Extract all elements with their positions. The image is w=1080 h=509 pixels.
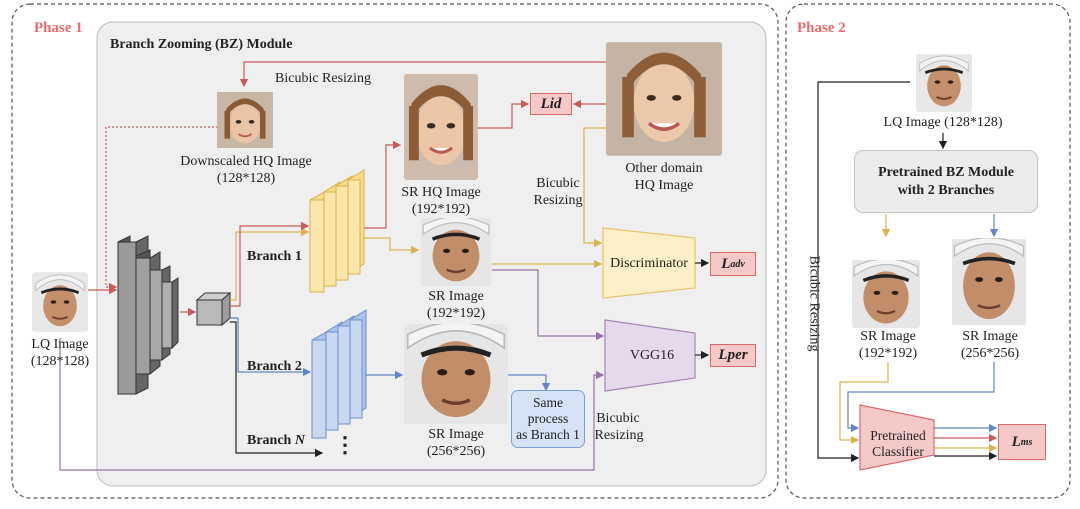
loss-id-box: Lid: [530, 93, 572, 115]
classifier-label-1: Pretrained: [870, 428, 926, 443]
branch1-label: Branch 1: [247, 249, 302, 264]
p2-sr192-label-2: (192*192): [858, 346, 918, 361]
downscaled-hq-image: [217, 90, 273, 150]
loss-ms-sub: ms: [1020, 436, 1033, 448]
discriminator-shape: [602, 227, 696, 299]
branch1-decoder: [309, 169, 365, 293]
loss-ms-main: L: [1011, 433, 1021, 450]
p2-sr256-label-2: (256*256): [960, 346, 1020, 361]
loss-adv-main: L: [721, 255, 731, 272]
pretrained-bz-box: Pretrained BZ Module with 2 Branches: [854, 150, 1038, 213]
lq-label-2: (128*128): [30, 354, 90, 369]
sr256-label-2: (256*256): [426, 444, 486, 459]
bicubic-mid-label-1: Bicubic: [536, 176, 580, 191]
other-domain-hq-image: [606, 42, 722, 156]
p2-sr256-label-1: SR Image: [962, 329, 1018, 344]
bicubic-bottom-label-2: Resizing: [594, 428, 644, 443]
sr-image-256: [404, 324, 508, 424]
pretrained-bz-line2: with 2 Branches: [897, 182, 995, 198]
p2-bicubic-vertical-label: Bicubic Resizing: [806, 255, 822, 352]
branch1-to-sr192-arrow: [364, 237, 420, 255]
same-process-line2: process: [527, 411, 569, 426]
p2-lq-image: [916, 54, 972, 112]
sr-image-192: [420, 218, 492, 286]
lq-label-1: LQ Image: [31, 337, 89, 352]
p2-sr-image-192: [852, 260, 920, 328]
loss-adv-sub: adv: [730, 258, 745, 270]
lq-image: [32, 272, 88, 332]
srhq-to-lid-arrow: [478, 99, 530, 129]
p2-sr192-label-1: SR Image: [860, 329, 916, 344]
discriminator-label: Discriminator: [610, 256, 688, 271]
phase2-frame: [785, 3, 1071, 499]
sr256-label-1: SR Image: [428, 427, 484, 442]
phase1-frame: [11, 3, 779, 499]
lq-to-vgg-arrow: [59, 338, 605, 471]
bz-module-title: Branch Zooming (BZ) Module: [110, 37, 293, 52]
sr192-label-1: SR Image: [428, 289, 484, 304]
branch2-label: Branch 2: [247, 359, 302, 374]
vgg16-label: VGG16: [629, 348, 675, 363]
classifier-shape: [859, 404, 935, 471]
bicubic-mid-label-2: Resizing: [533, 193, 583, 208]
other-label-2: HQ Image: [634, 178, 694, 193]
bicubic-top-label: Bicubic Resizing: [275, 71, 372, 86]
same-process-line3: as Branch 1: [516, 427, 580, 442]
downscaled-label-1: Downscaled HQ Image: [180, 154, 312, 169]
downscaled-to-encoder-arrow: [105, 126, 218, 292]
p2-sr256-to-classifier-arrow: [847, 362, 995, 433]
sr192-to-vgg-arrow: [492, 269, 605, 341]
phase2-title: Phase 2: [797, 20, 846, 36]
vgg16-shape: [604, 319, 696, 392]
p2-sr-image-256: [952, 238, 1026, 326]
classifier-label-2: Classifier: [872, 444, 924, 459]
sr192-label-2: (192*192): [426, 306, 486, 321]
same-process-box: Same process as Branch 1: [511, 390, 585, 448]
bicubic-top-arrow: [239, 61, 606, 88]
branch-ellipsis: ⋮: [334, 432, 356, 457]
cube-to-branchN-arrow: [230, 321, 324, 458]
loss-per-box: Lper: [710, 344, 756, 367]
latent-cube: [195, 291, 232, 327]
branch2-decoder: [311, 309, 367, 439]
sr-hq-image: [404, 74, 478, 180]
branchN-label: Branch N: [247, 432, 305, 449]
p2-sr192-to-classifier-arrow: [839, 362, 889, 445]
same-process-line1: Same: [533, 395, 563, 410]
other-label-1: Other domain: [625, 161, 703, 176]
downscaled-label-2: (128*128): [216, 171, 276, 186]
encoder-block: [117, 235, 179, 395]
p2-lq-label: LQ Image (128*128): [883, 115, 1003, 130]
srhq-label-2: (192*192): [411, 202, 471, 217]
p2-lq-to-classifier-arrow: [817, 81, 910, 463]
sr256-to-same-process-arrow: [508, 374, 551, 392]
other-to-discriminator-arrow: [583, 127, 606, 248]
branchN-prefix: Branch: [247, 433, 295, 448]
phase1-title: Phase 1: [34, 20, 83, 36]
cube-to-branch2-arrow: [230, 317, 312, 377]
pretrained-bz-line1: Pretrained BZ Module: [878, 164, 1014, 180]
srhq-label-1: SR HQ Image: [401, 185, 481, 200]
cube-to-branch1-arrow: [230, 227, 310, 301]
cube-to-branch1-red-arrow: [230, 221, 310, 307]
bicubic-bottom-label-1: Bicubic: [596, 411, 640, 426]
branch1-to-srhq-arrow: [364, 140, 402, 229]
branchN-var: N: [294, 433, 305, 448]
